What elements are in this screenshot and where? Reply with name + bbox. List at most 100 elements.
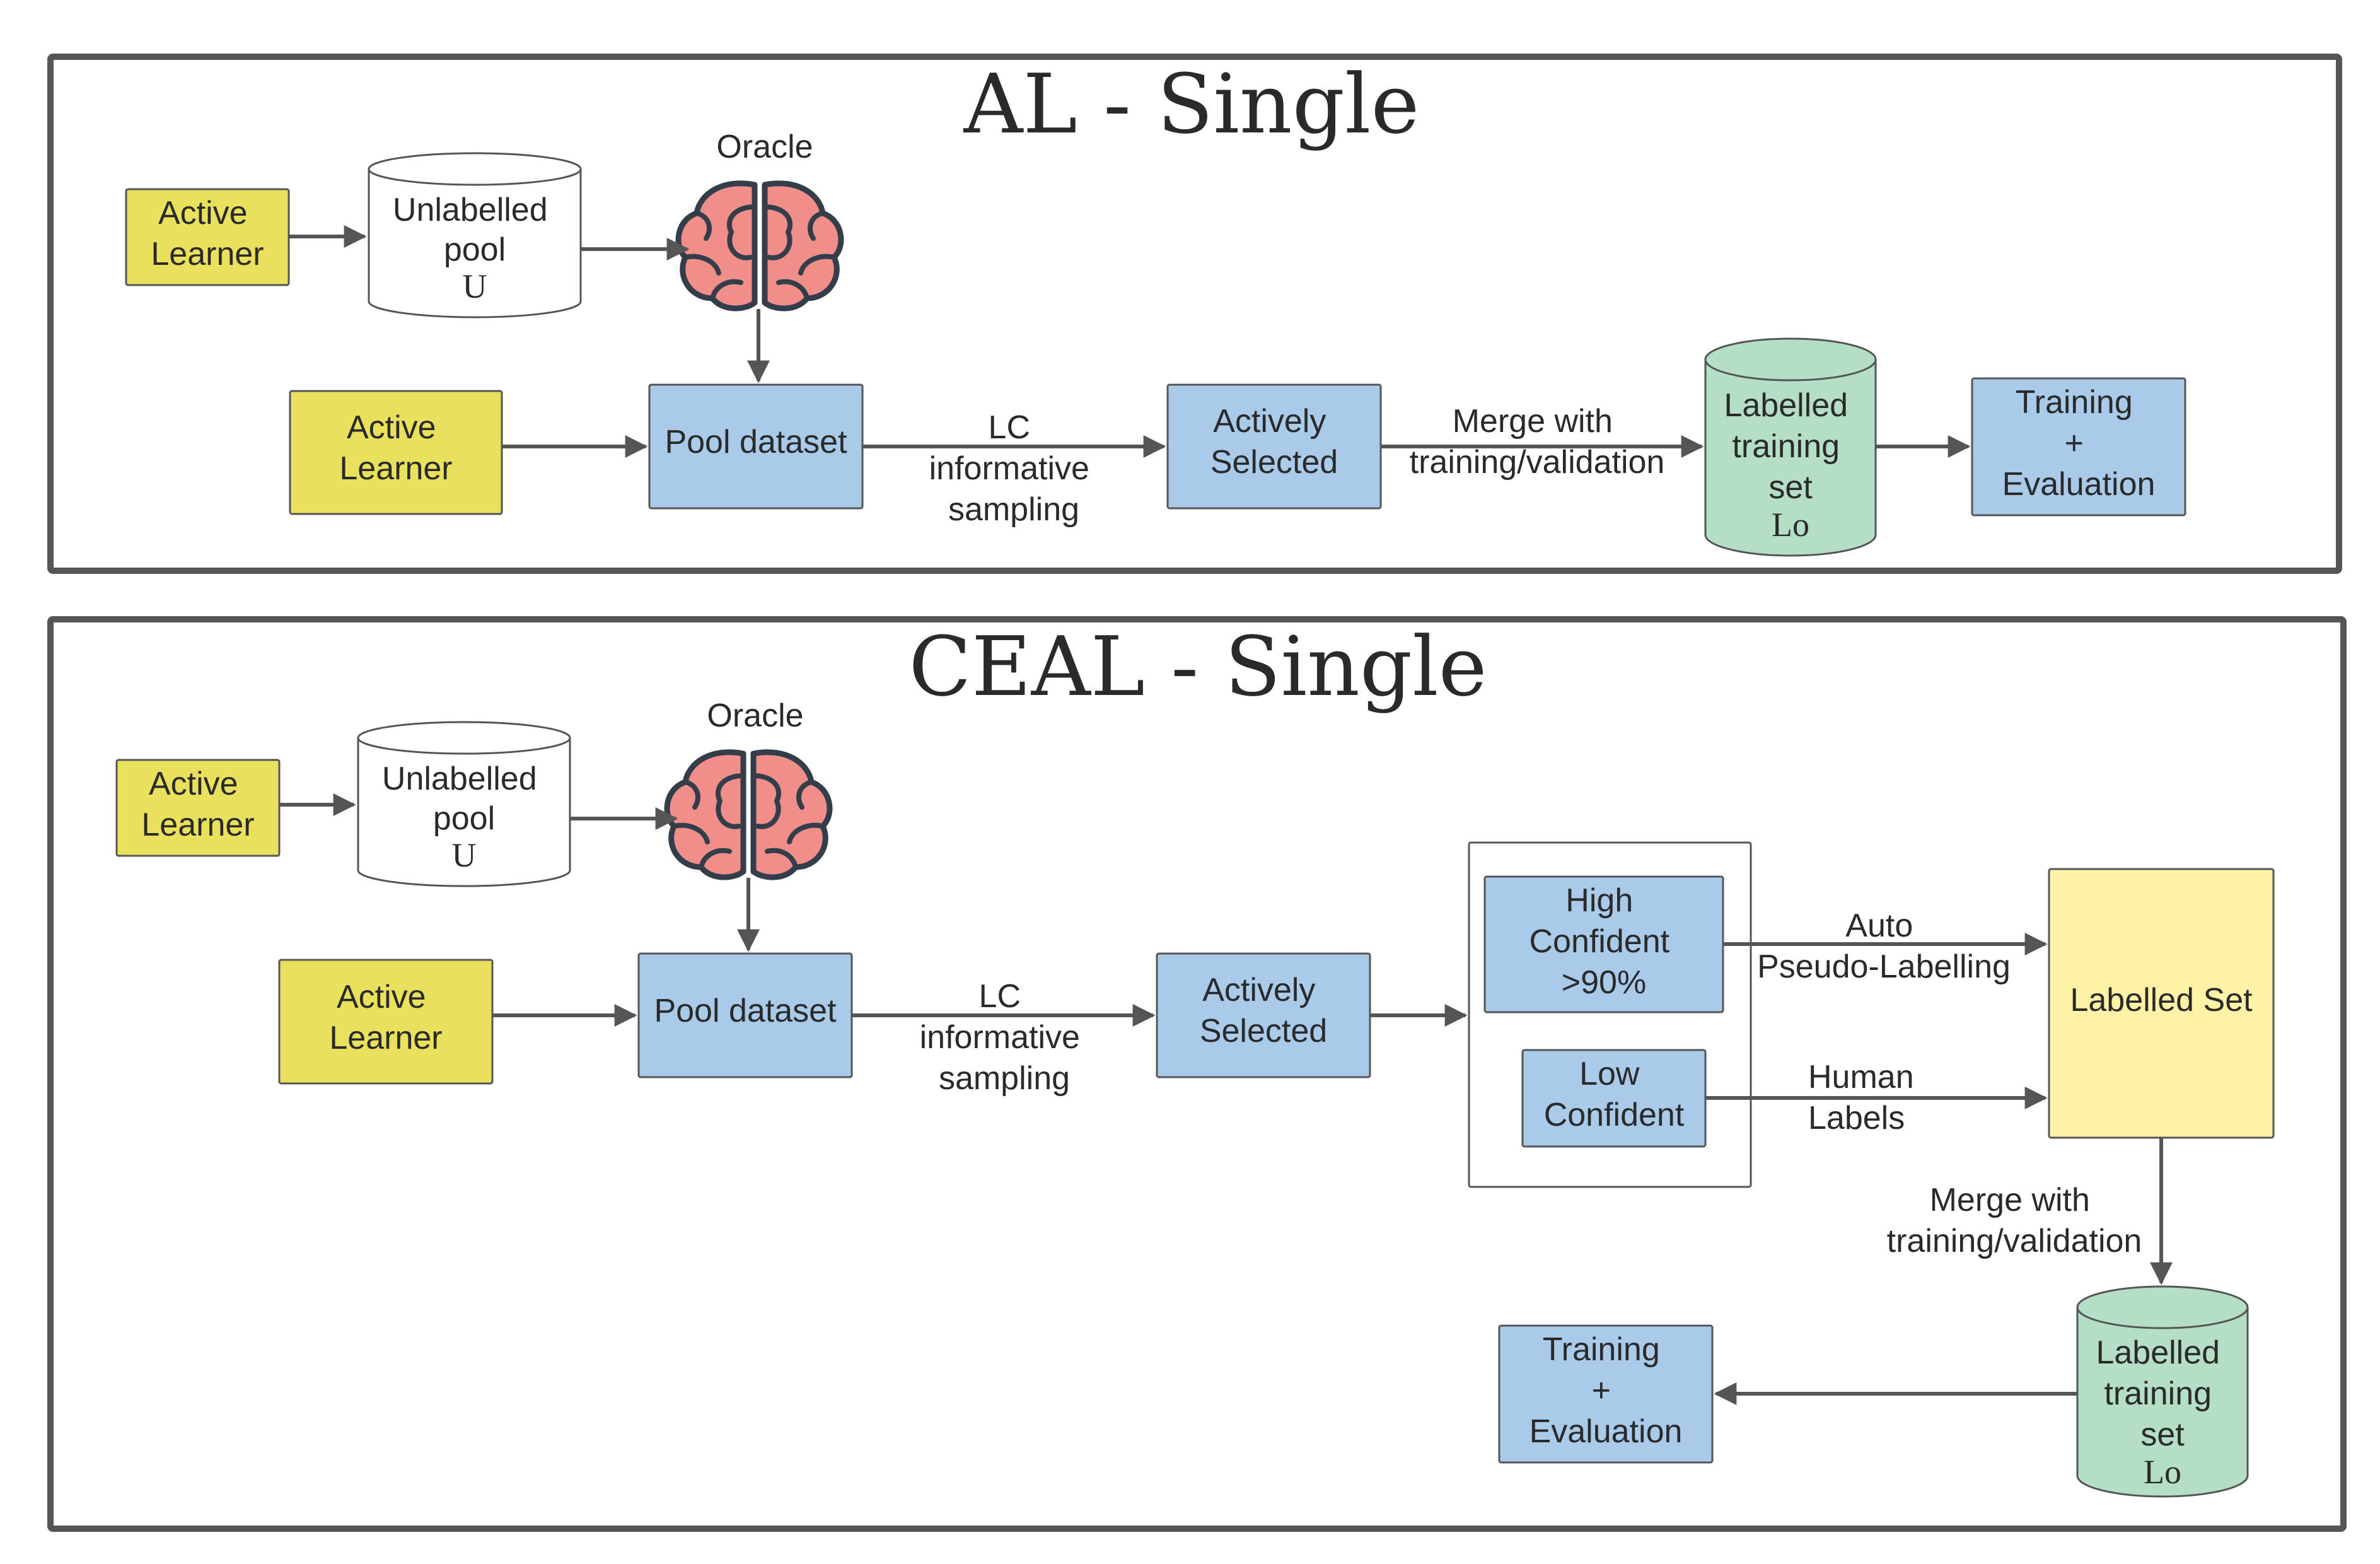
ceal-low-line2: Confident (1544, 1097, 1685, 1133)
ceal-active-learner: Active Learner (278, 959, 494, 1085)
al-merge-line2: training/validation (1410, 444, 1665, 481)
ceal-oracle-label: Oracle (707, 697, 803, 734)
al-section: AL - Single Active Learner Unlabelled po… (47, 54, 2342, 574)
ceal-auto-line1: Auto (1845, 907, 1913, 944)
ceal-labelled-line2: training (2104, 1375, 2212, 1412)
svg-text:Merge with training/vali: Merge with training/validation (1887, 1182, 2142, 1259)
al-pool-line1: Unlabelled (393, 192, 548, 228)
al-training-evaluation: Training + Evaluation (1971, 377, 2186, 516)
al-unlabelled-pool: Unlabelled pool U (368, 152, 582, 318)
al-train-line3: Evaluation (2002, 466, 2156, 503)
ceal-train-line1: Training (1543, 1331, 1660, 1368)
svg-text:Active Learner: Active Learner (141, 766, 254, 843)
al-labelled-line2: training (1732, 428, 1840, 465)
ceal-merge-line2: training/validation (1887, 1223, 2142, 1259)
svg-text:Unlabelled pool: Unlabelled pool (382, 761, 546, 837)
al-title: AL - Single (963, 56, 1420, 152)
ceal-top-active-learner: Active Learner (115, 759, 281, 857)
ceal-train-line3: Evaluation (1530, 1413, 1683, 1450)
al-active-learner: Active Learner (289, 390, 503, 515)
ceal-pool-symbol: U (452, 836, 477, 874)
ceal-brain-icon (667, 752, 830, 877)
al-lc-line3: sampling (948, 491, 1079, 528)
al-train-line1: Training (2016, 384, 2133, 421)
al-brain-icon (678, 184, 841, 308)
svg-text:High Confident: High Confident >90% (1529, 882, 1678, 1001)
ceal-lc-line2: informative (920, 1019, 1080, 1056)
al-labelled-symbol: Lo (1772, 506, 1809, 544)
al-pool-line2: pool (444, 231, 506, 268)
ceal-auto-line2: Pseudo-Labelling (1757, 948, 2011, 985)
al-lc-line2: informative (929, 450, 1089, 487)
svg-text:Actively Selected: Actively Selected (1210, 403, 1338, 481)
ceal-labelled-line3: set (2140, 1416, 2185, 1453)
al-labelled-line3: set (1768, 469, 1813, 506)
al-selected-line1: Actively (1213, 403, 1326, 440)
ceal-section: CEAL - Single Active Learner Unlabelled … (47, 616, 2347, 1532)
ceal-actively-selected: Actively Selected (1156, 952, 1371, 1078)
ceal-high-line1: High (1565, 882, 1633, 919)
ceal-pool-line1: Unlabelled (382, 761, 537, 797)
svg-text:Active Learner: Active Learner (151, 195, 264, 272)
al-labelled-line1: Labelled (1724, 387, 1848, 424)
al-arrows (289, 225, 1971, 458)
ceal-selected-line2: Selected (1200, 1013, 1327, 1049)
ceal-lc-line1: LC (979, 978, 1021, 1015)
ceal-title: CEAL - Single (908, 619, 1487, 715)
ceal-lc-line3: sampling (939, 1060, 1070, 1097)
ceal-arrows (279, 793, 2173, 1405)
svg-text:Labelled training: Labelled training set (2096, 1334, 2229, 1453)
ceal-high-line3: >90% (1562, 964, 1646, 1001)
al-lc-line1: LC (989, 409, 1030, 446)
al-selected-line2: Selected (1210, 444, 1338, 481)
svg-text:Active Learner: Active Learner (329, 979, 442, 1056)
ceal-labelled-line1: Labelled (2096, 1334, 2220, 1371)
svg-text:Low Confident: Low Confident (1544, 1056, 1685, 1133)
ceal-unlabelled-pool: Unlabelled pool U (357, 721, 571, 887)
ceal-human-line2: Labels (1808, 1100, 1905, 1136)
svg-text:Active Learner: Active Learner (339, 409, 452, 487)
al-merge-line1: Merge with (1453, 403, 1613, 440)
ceal-merge-line1: Merge with (1930, 1182, 2090, 1218)
ceal-high-line2: Confident (1529, 923, 1669, 960)
ceal-labelled-set: Labelled Set (2048, 868, 2275, 1139)
ceal-train-line2: + (1592, 1372, 1611, 1409)
ceal-top-learner-line1: Active (149, 766, 238, 802)
ceal-selected-line1: Actively (1202, 972, 1315, 1008)
ceal-top-learner-line2: Learner (141, 807, 254, 843)
ceal-training-evaluation: Training + Evaluation (1498, 1324, 1714, 1464)
svg-text:Merge with training/vali: Merge with training/validation (1410, 403, 1665, 481)
ceal-pool-line2: pool (433, 800, 495, 837)
al-frame (47, 54, 2342, 574)
al-top-learner-line1: Active (158, 195, 248, 231)
al-pool-dataset-label: Pool dataset (665, 424, 847, 460)
ceal-learner-line1: Active (337, 979, 426, 1015)
ceal-pool-dataset: Pool dataset (637, 952, 853, 1078)
ceal-frame (47, 616, 2347, 1532)
svg-text:Unlabelled pool: Unlabelled pool (393, 192, 557, 268)
svg-text:Labelled training: Labelled training set (1724, 387, 1857, 506)
al-labelled-training-set: Labelled training set Lo (1704, 337, 1877, 557)
al-oracle-label: Oracle (716, 129, 813, 165)
svg-text:Actively Selected: Actively Selected (1200, 972, 1327, 1049)
ceal-human-line1: Human (1808, 1059, 1914, 1095)
al-pool-dataset: Pool dataset (648, 383, 864, 510)
al-learner-line1: Active (347, 409, 436, 446)
ceal-low-line1: Low (1579, 1056, 1640, 1092)
ceal-labelled-symbol: Lo (2144, 1453, 2181, 1491)
ceal-low-confident: Low Confident (1521, 1049, 1707, 1148)
ceal-labelled-training-set: Labelled training set Lo (2076, 1285, 2249, 1498)
svg-text:Human Labels: Human Labels (1808, 1059, 1923, 1136)
al-top-active-learner: Active Learner (125, 188, 290, 286)
ceal-high-confident: High Confident >90% (1483, 875, 1724, 1013)
al-pool-symbol: U (463, 267, 487, 305)
ceal-labelled-set-label: Labelled Set (2070, 982, 2253, 1018)
al-train-line2: + (2065, 425, 2084, 462)
ceal-learner-line2: Learner (329, 1020, 442, 1056)
svg-text:LC informative sam: LC informative sampling (920, 978, 1089, 1097)
ceal-pool-dataset-label: Pool dataset (654, 993, 837, 1029)
svg-text:LC informative sam: LC informative sampling (929, 409, 1099, 528)
svg-text:Training + Eva: Training + Evaluation (1530, 1331, 1683, 1450)
al-actively-selected: Actively Selected (1166, 383, 1382, 510)
